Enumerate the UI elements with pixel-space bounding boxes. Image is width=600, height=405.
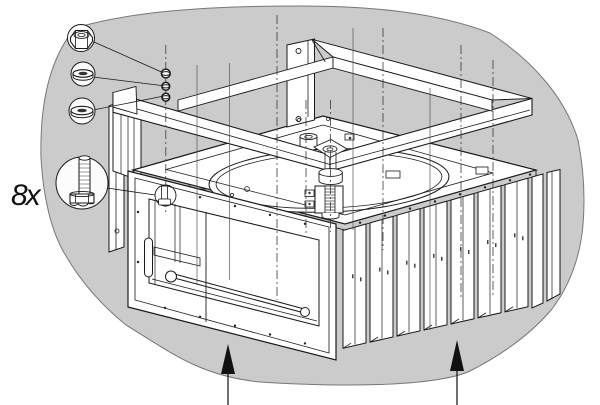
svg-text:8x: 8x xyxy=(11,179,42,212)
